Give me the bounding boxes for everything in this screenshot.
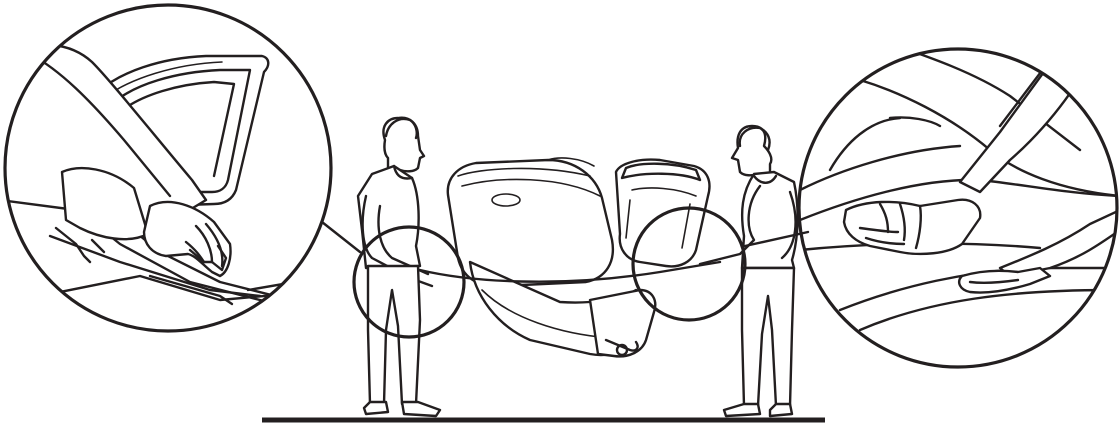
right-detail-callout xyxy=(799,40,1120,367)
left-person xyxy=(358,118,440,416)
left-detail-callout xyxy=(0,5,340,331)
right-person xyxy=(700,126,798,416)
massage-chair xyxy=(420,158,720,356)
left-callout-leader xyxy=(322,222,360,252)
